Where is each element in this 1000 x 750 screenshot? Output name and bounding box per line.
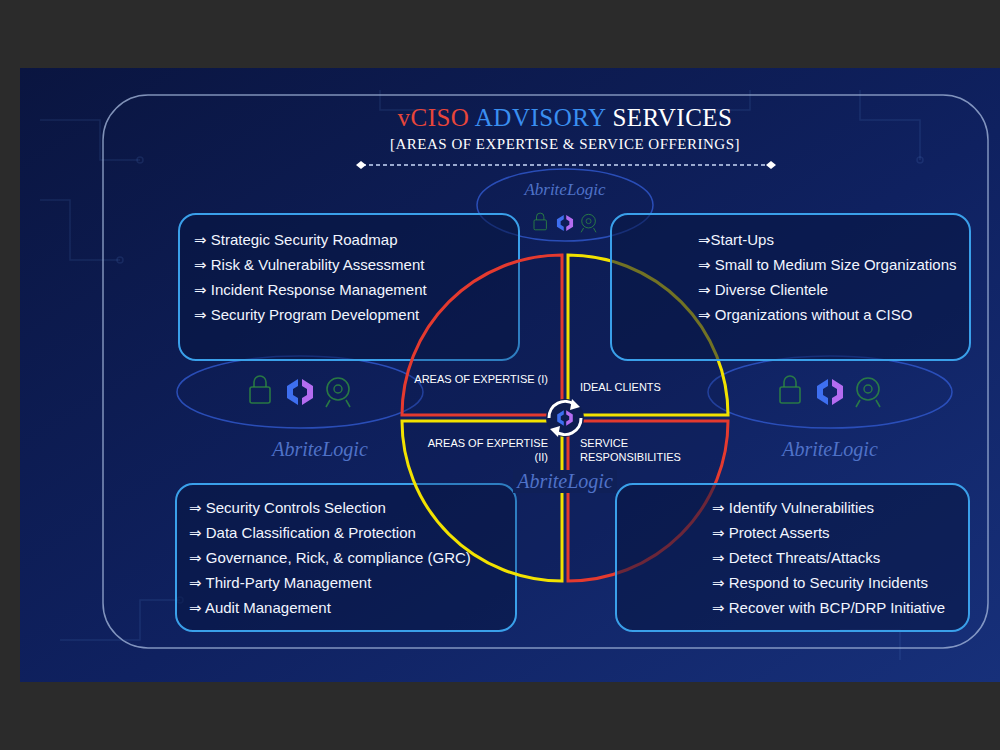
list-item: ⇒ Organizations without a CISO (698, 302, 912, 327)
list-item: ⇒ Strategic Security Roadmap (194, 227, 398, 252)
quadrant-label: AREAS OF EXPERTISE (I) (413, 372, 548, 386)
list-item: ⇒ Protect Asserts (712, 520, 830, 545)
list-item: ⇒ Risk & Vulnerability Assessment (194, 252, 424, 277)
frame (103, 95, 988, 648)
circuit-dot (117, 257, 123, 263)
refresh-arc (555, 418, 581, 435)
list-item: ⇒ Identify Vulnerabilities (712, 495, 874, 520)
brand-logo (250, 376, 350, 407)
list-item: ⇒ Diverse Clientele (698, 277, 828, 302)
center-logo (557, 410, 573, 426)
icon-ground (546, 399, 584, 437)
logo-right-half (566, 410, 573, 426)
list-item: ⇒ Third-Party Management (189, 570, 371, 595)
title-rule (362, 164, 770, 166)
rule-diamond (766, 161, 776, 169)
brand-logo (780, 376, 880, 407)
list-item: ⇒Start-Ups (698, 227, 774, 252)
refresh-head (570, 399, 580, 410)
list-item: ⇒ Incident Response Management (194, 277, 427, 302)
quadrant-outline (402, 255, 562, 415)
list-item: ⇒ Governance, Rick, & compliance (GRC) (189, 545, 471, 570)
list-item: ⇒ Data Classification & Protection (189, 520, 416, 545)
watermark: AbriteLogic (513, 470, 617, 493)
logo-ellipse (177, 356, 423, 428)
title-word: SERVICES (612, 104, 732, 131)
list-item: ⇒ Security Program Development (194, 302, 419, 327)
refresh-arc (549, 401, 575, 418)
rule-diamond (356, 161, 366, 169)
list-box: ⇒Start-Ups⇒ Small to Medium Size Organiz… (610, 213, 971, 361)
circuit-dot (917, 157, 923, 163)
watermark: AbriteLogic (782, 438, 878, 461)
logo-left-half (557, 410, 564, 426)
panel (20, 68, 1000, 682)
brand-logo (534, 213, 596, 232)
subtitle: [AREAS OF EXPERTISE & SERVICE OFFERINGS] (390, 136, 740, 153)
title-word: vCISO (397, 104, 474, 131)
quadrant: AREAS OF EXPERTISE (I) (402, 255, 562, 415)
circuit-line (40, 200, 120, 260)
logo-ellipse (708, 356, 952, 428)
list-item: ⇒ Respond to Security Incidents (712, 570, 928, 595)
quadrant-label: AREAS OF EXPERTISE (II) (413, 436, 548, 464)
list-item: ⇒ Recover with BCP/DRP Initiative (712, 595, 945, 620)
quadrant: AREAS OF EXPERTISE (II) (402, 421, 562, 581)
title-word: ADVISORY (475, 104, 613, 131)
list-item: ⇒ Audit Management (189, 595, 331, 620)
title: vCISO ADVISORY SERVICES (397, 104, 732, 132)
quadrant-label: SERVICE RESPONSIBILITIES (580, 436, 715, 464)
refresh-head (550, 426, 560, 437)
circuit-line (860, 90, 920, 160)
circuit-line (40, 120, 140, 160)
circuit-line (840, 630, 900, 660)
list-item: ⇒ Security Controls Selection (189, 495, 386, 520)
watermark: AbriteLogic (272, 438, 368, 461)
circuit-line (60, 600, 180, 640)
circuit-dot (137, 157, 143, 163)
quadrant-label: IDEAL CLIENTS (580, 380, 715, 394)
list-box: ⇒ Identify Vulnerabilities⇒ Protect Asse… (615, 483, 970, 632)
quadrant-arc (402, 421, 562, 581)
list-item: ⇒ Small to Medium Size Organizations (698, 252, 957, 277)
list-item: ⇒ Detect Threats/Attacks (712, 545, 880, 570)
watermark: AbriteLogic (524, 180, 605, 200)
quadrant-arc (402, 255, 562, 415)
